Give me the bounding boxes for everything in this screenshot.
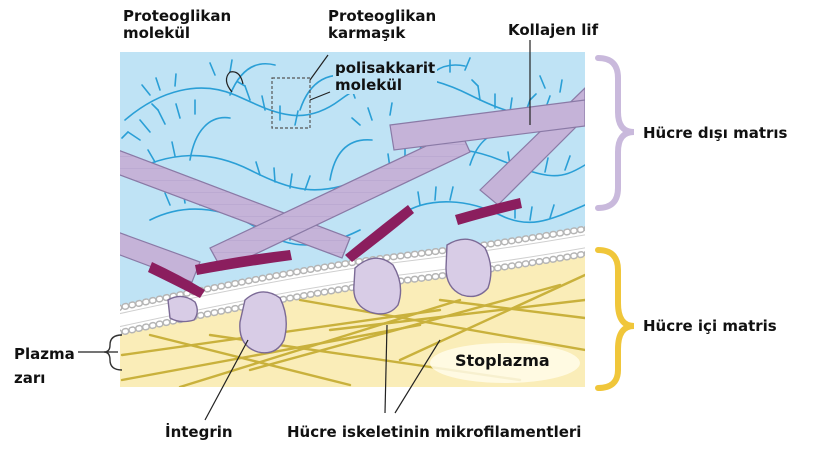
integrin xyxy=(168,296,197,321)
proteoglycan-molecule-label: Proteoglikan molekül xyxy=(123,8,231,42)
polysaccharide-label: polisakkarit molekül xyxy=(333,60,437,94)
proteoglycan-molecule-line1: Proteoglikan xyxy=(123,8,231,25)
plasma-membrane-line1: Plazma xyxy=(14,342,75,366)
proteoglycan-molecule-line2: molekül xyxy=(123,25,231,42)
microfilaments-label: Hücre iskeletinin mikrofilamentleri xyxy=(287,424,581,441)
proteoglycan-complex-label: Proteoglikan karmaşık xyxy=(328,8,436,42)
extracellular-matrix-label: Hücre dışı matrıs xyxy=(643,125,787,142)
plasma-membrane-label: Plazma zarı xyxy=(14,342,75,390)
collagen-label: Kollajen lif xyxy=(508,22,598,39)
polysaccharide-line1: polisakkarit xyxy=(335,60,435,77)
proteoglycan-complex-line2: karmaşık xyxy=(328,25,436,42)
integrin xyxy=(354,258,401,314)
plasma-membrane-line2: zarı xyxy=(14,366,75,390)
integrin-label: İntegrin xyxy=(165,424,233,441)
cytoplasm-label: Stoplazma xyxy=(455,352,550,369)
extracellular-brace xyxy=(598,58,634,208)
intracellular-brace xyxy=(598,250,634,388)
integrin xyxy=(446,239,491,296)
integrin xyxy=(240,292,286,353)
polysaccharide-line2: molekül xyxy=(335,77,435,94)
intracellular-matrix-label: Hücre içi matris xyxy=(643,318,777,335)
proteoglycan-complex-line1: Proteoglikan xyxy=(328,8,436,25)
